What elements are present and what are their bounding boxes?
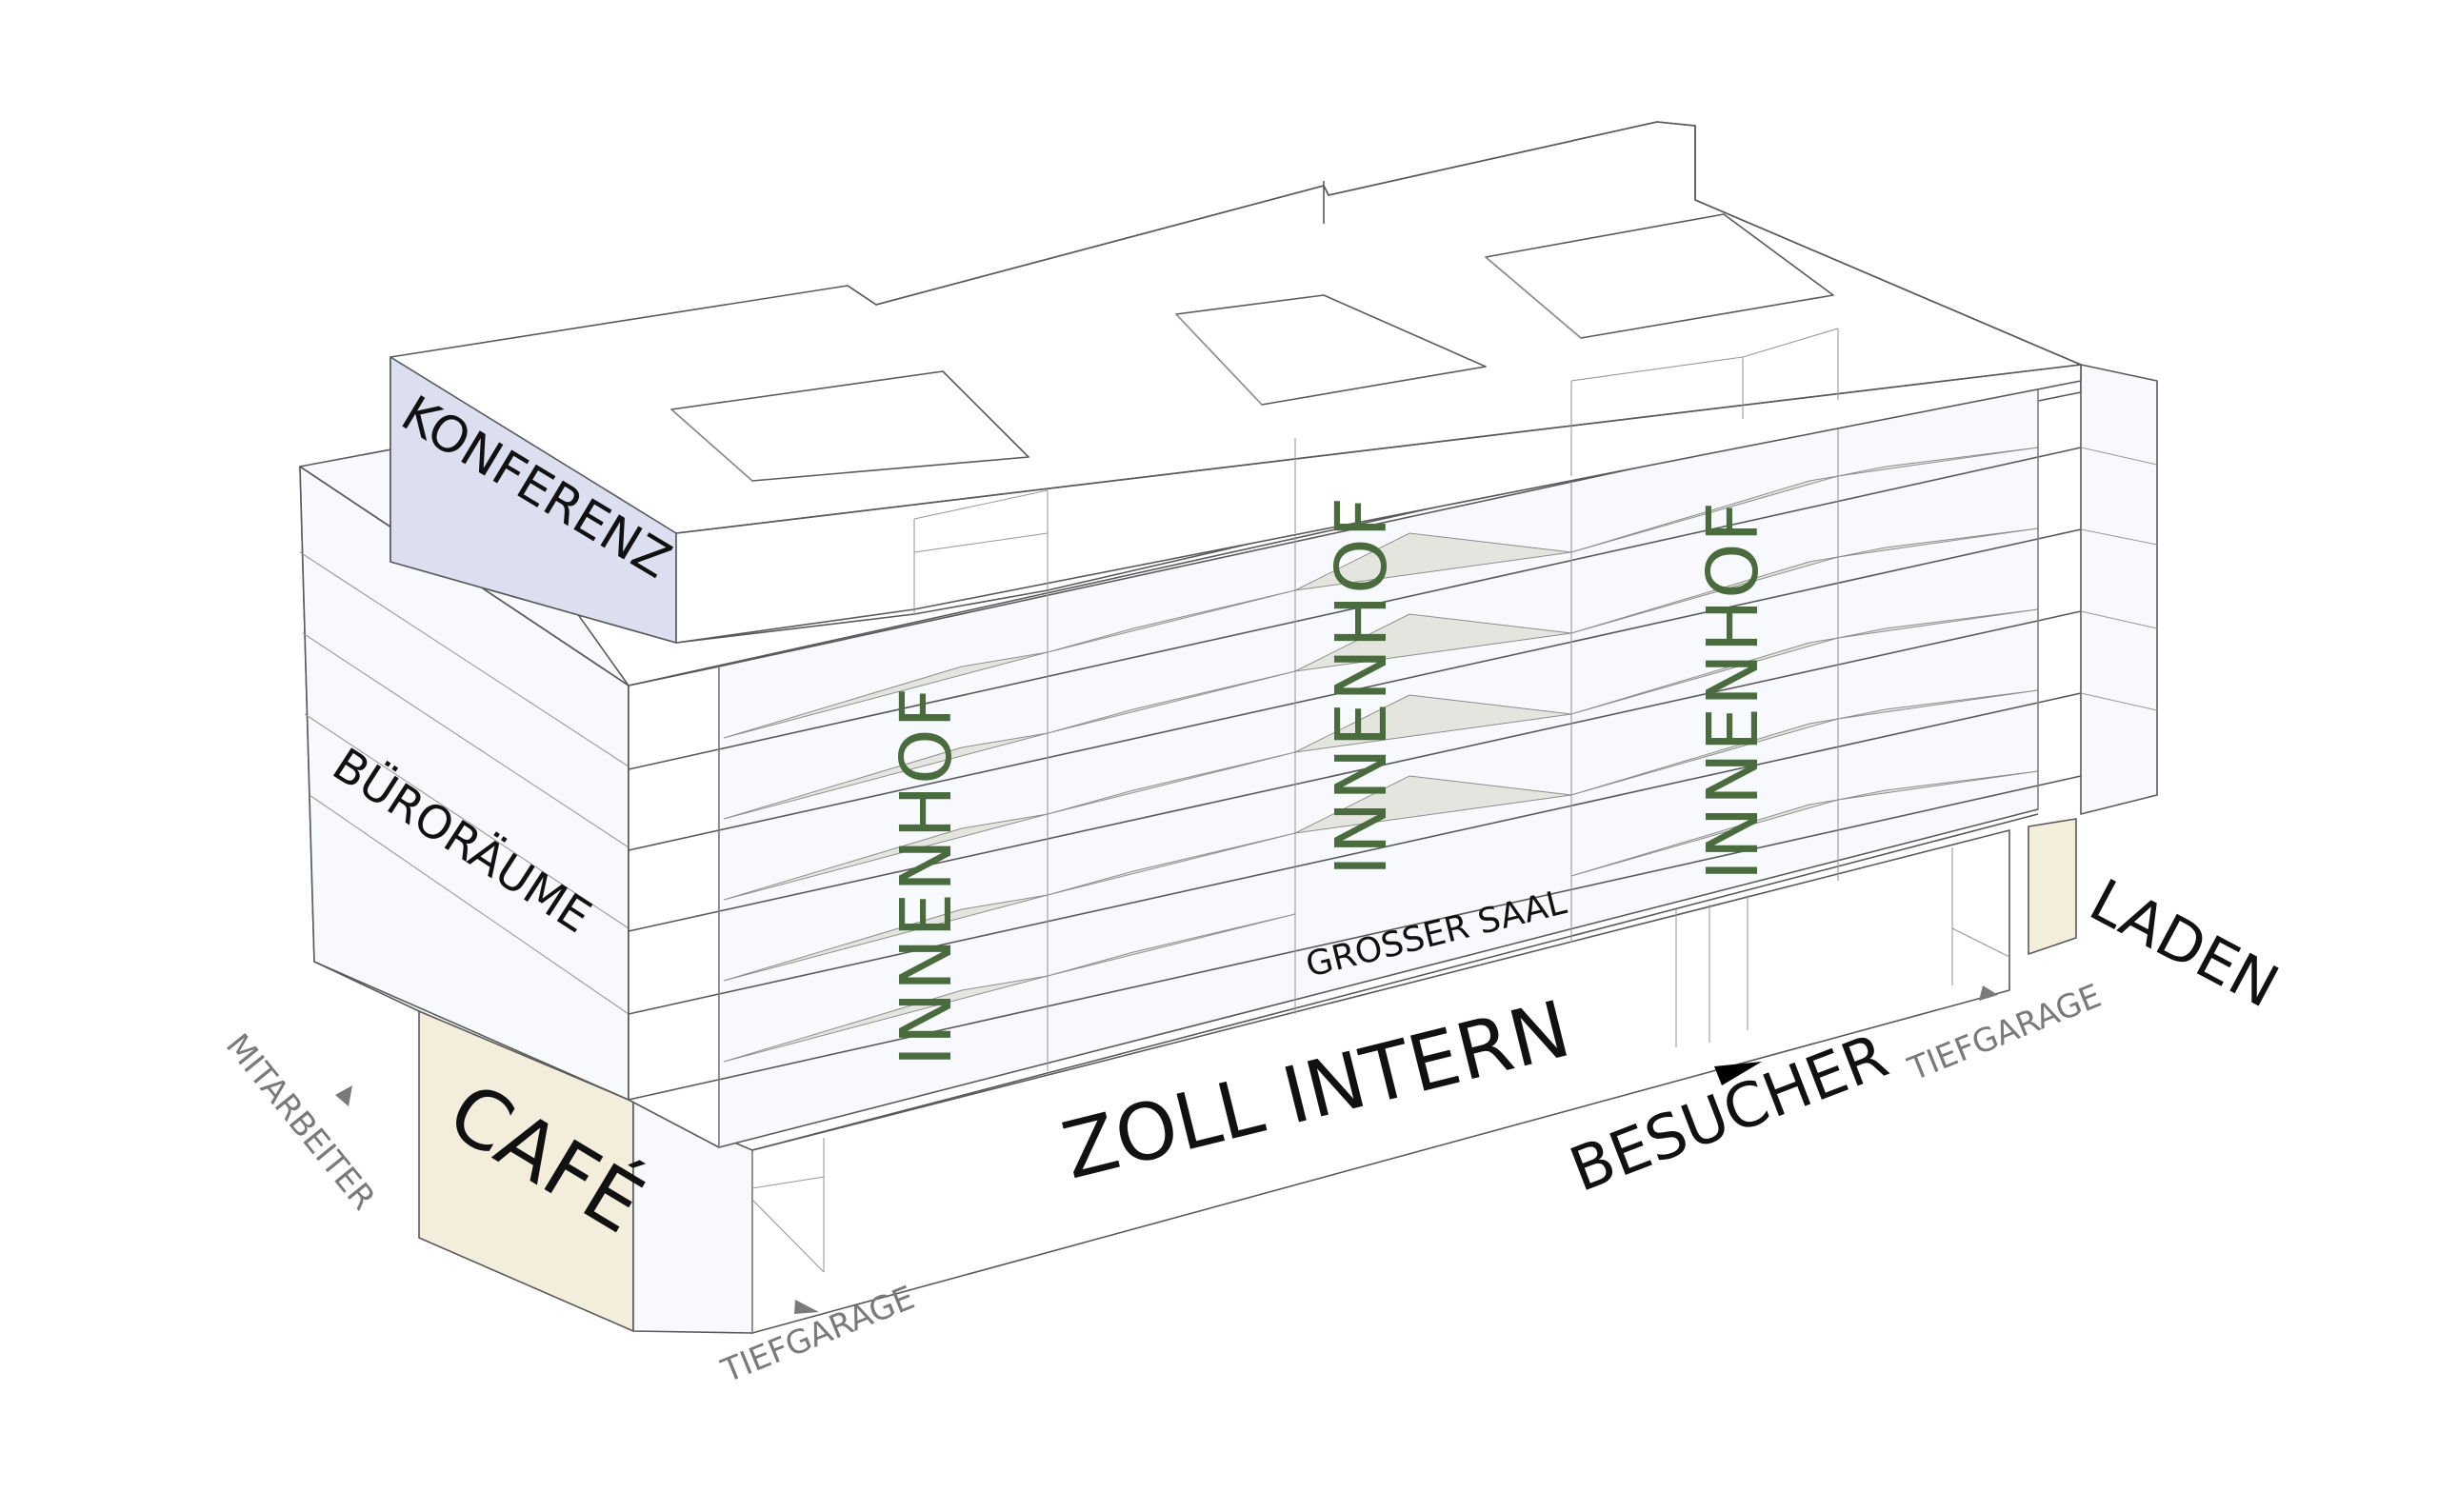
mitarbeiter-arrow-icon: [335, 1085, 352, 1106]
ground-floor: [418, 818, 2077, 1334]
tiefgarage-front-arrow-icon: [794, 1300, 819, 1314]
innenhof-label-3: INNENHOF: [1692, 501, 1774, 881]
top-floor: [390, 121, 2082, 644]
courtyard-wedges: [723, 447, 2039, 1063]
innenhof-label-1: INNENHOF: [886, 686, 968, 1066]
mitarbeiter-label: MITARBEITER: [218, 1026, 383, 1217]
innenhof-label-2: INNENHOF: [1321, 496, 1403, 876]
arrows: [335, 985, 1998, 1314]
laden-label: LADEN: [2079, 865, 2289, 1022]
laden-face: [2028, 818, 2077, 955]
besucher-arrow-icon: [1714, 1062, 1762, 1085]
tiefgarage-right-arrow-icon: [1979, 985, 1998, 1001]
